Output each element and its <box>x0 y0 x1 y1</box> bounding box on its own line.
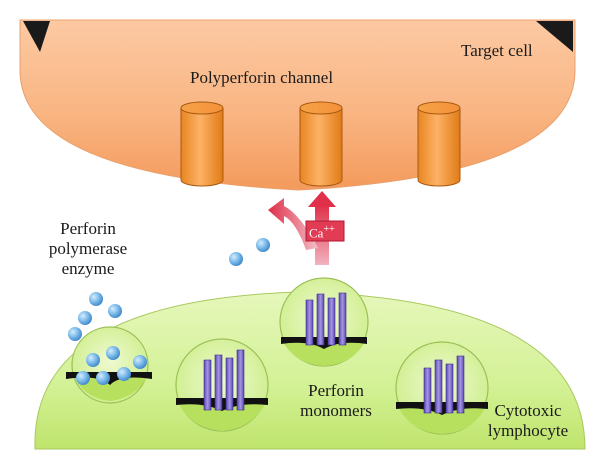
target-cell-corner-left <box>23 21 50 52</box>
channel <box>180 101 224 187</box>
vesicle-enzyme <box>66 326 152 404</box>
perforin-monomer-rod <box>203 359 212 411</box>
vesicle-perforin <box>175 338 269 432</box>
perforin-monomer-rod <box>316 293 325 346</box>
label-target-cell: Target cell <box>461 41 533 60</box>
label-line: monomers <box>300 401 372 420</box>
enzyme-bead <box>133 355 147 369</box>
perforin-monomer-rod <box>338 292 347 346</box>
label-line: polymerase <box>48 239 128 258</box>
perforin-monomer-rod <box>327 297 336 346</box>
label-line: Perforin <box>60 219 116 238</box>
perforin-monomer-rod <box>225 357 234 411</box>
label-perforin-polymerase-enzyme: Perforin polymerase enzyme <box>40 219 136 279</box>
enzyme-bead <box>78 311 92 325</box>
vesicle-perforin <box>279 277 369 367</box>
label-polyperforin-channel: Polyperforin channel <box>190 68 334 87</box>
target-cell-corner-right <box>536 21 573 52</box>
enzyme-bead <box>89 292 103 306</box>
perforin-monomer-rod <box>423 367 432 414</box>
calcium-ion-box <box>305 220 345 242</box>
channel <box>299 101 343 187</box>
perforin-monomer-rod <box>236 349 245 411</box>
vesicle-perforin <box>395 341 489 435</box>
ion-symbol: Ca <box>309 225 324 241</box>
enzyme-bead <box>96 371 110 385</box>
efflux-arrow-head-icon <box>308 191 336 207</box>
enzyme-bead <box>256 238 270 252</box>
calcium-flow <box>268 191 345 265</box>
enzyme-bead <box>86 353 100 367</box>
channel <box>417 101 461 187</box>
polyperforin-channels <box>180 101 461 187</box>
label-line: Perforin <box>308 381 364 400</box>
label-cytotoxic-lymphocyte: Cytotoxic lymphocyte <box>484 401 572 441</box>
perforin-monomer-rod <box>214 354 223 411</box>
perforin-monomer-rod <box>456 355 465 414</box>
perforin-monomer-rod <box>445 363 454 414</box>
ion-charge: ++ <box>323 224 335 235</box>
label-line: enzyme <box>61 259 115 278</box>
enzyme-bead <box>76 371 90 385</box>
enzyme-bead <box>68 327 82 341</box>
label-perforin-monomers: Perforin monomers <box>296 381 376 421</box>
enzyme-bead <box>108 304 122 318</box>
label-line: Cytotoxic <box>494 401 562 420</box>
enzyme-bead <box>229 252 243 266</box>
enzyme-bead <box>106 346 120 360</box>
perforin-monomer-rod <box>305 299 314 346</box>
enzyme-bead <box>117 367 131 381</box>
enzyme-beads-free <box>229 238 270 266</box>
label-calcium-ion: Ca++ <box>309 222 335 241</box>
perforin-monomer-rod <box>434 359 443 414</box>
label-line: lymphocyte <box>487 421 569 440</box>
